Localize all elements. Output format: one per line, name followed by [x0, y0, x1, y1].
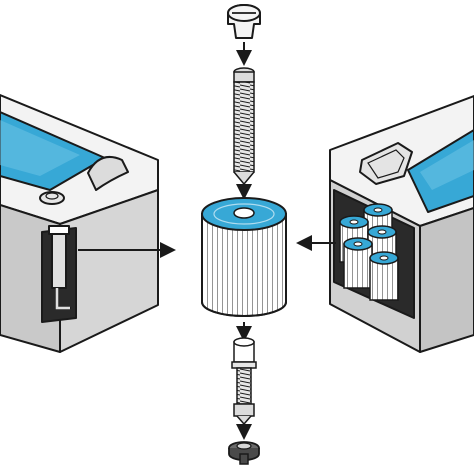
right-spa-tub: [329, 95, 474, 353]
filter-cartridge-icon: [201, 197, 287, 317]
lower-threaded-stem-icon: [231, 337, 257, 425]
right-tub-side-wall: [419, 207, 474, 353]
left-tub-water-highlight: [0, 120, 80, 176]
threaded-cap-icon: [227, 4, 261, 39]
left-skimmer-lid: [87, 156, 129, 191]
right-tub-water-highlight: [420, 140, 474, 190]
left-spa-tub: [0, 94, 159, 353]
left-rim-cap: [39, 191, 65, 205]
left-filter-pipe: [51, 227, 67, 289]
housed-filter-cartridges: [339, 203, 399, 301]
housed-cartridge: [369, 251, 399, 301]
drain-valve-icon: [228, 441, 260, 465]
housed-cartridge: [343, 237, 373, 289]
threaded-stem-icon: [233, 67, 255, 185]
